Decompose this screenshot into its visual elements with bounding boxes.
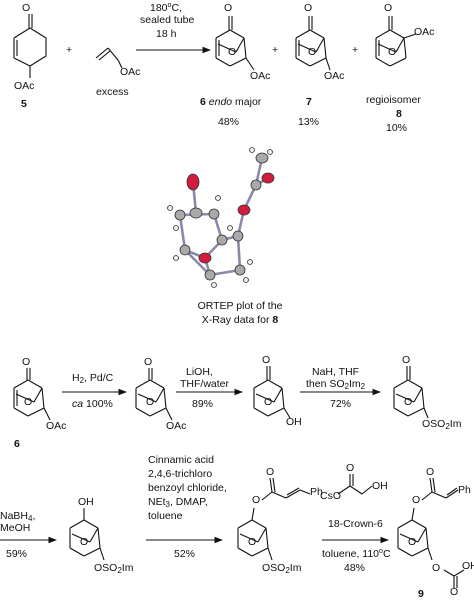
condition-time: 18 h	[156, 28, 177, 40]
atom-o-6-ketone: O	[224, 2, 233, 14]
step1-reagent: H2, Pd/C	[72, 372, 114, 385]
atom-o-8-ketone: O	[384, 2, 393, 14]
step5-line2: 2,4,6-trichloro	[148, 468, 213, 480]
step3-line1: NaH, THF	[312, 366, 360, 378]
atom-o-7-bridge: O	[308, 46, 317, 58]
condition-temperature: 180oC,	[150, 2, 182, 14]
atom-o-r2-ketone2: O	[144, 356, 153, 368]
plus-sign-3: +	[352, 44, 359, 56]
atom-oac-7: OAc	[324, 70, 345, 82]
atom-o-9-glyc-carbonyl: O	[450, 586, 459, 598]
compound-6-yield: 48%	[218, 116, 240, 128]
atom-o-9-bridge: O	[408, 536, 417, 548]
row2-sulfonate	[393, 366, 429, 419]
atom-o-5: O	[22, 2, 31, 14]
step3-line2: then SO2Im2	[306, 378, 366, 391]
atom-o-r2-bridge3: O	[264, 396, 273, 408]
vinyl-excess-label: excess	[96, 86, 129, 98]
atom-oso2im-r2: OSO2Im	[422, 418, 462, 431]
ortep-caption-line2: X-Ray data for 8	[201, 314, 279, 326]
atom-o-9-carbonyl: O	[426, 466, 435, 478]
atom-o-8-bridge: O	[388, 46, 397, 58]
atom-o-r3-bridge1: O	[80, 536, 89, 548]
atom-o-r2-bridge4: O	[404, 396, 413, 408]
step3-yield: 72%	[330, 398, 352, 410]
compound-6-structure	[215, 16, 255, 71]
compound-9-label: 9	[418, 588, 424, 600]
row3-cinnamate	[237, 477, 311, 561]
row2-compound-6-label: 6	[14, 438, 20, 450]
atom-oac-vinyl: OAc	[120, 66, 141, 78]
step6-line1: 18-Crown-6	[328, 518, 383, 530]
step5-line4: NEt3, DMAP,	[148, 496, 208, 509]
condition-sealed-tube: sealed tube	[140, 14, 195, 26]
compound-5-structure	[13, 14, 47, 78]
atom-o-7-ketone: O	[304, 2, 313, 14]
vinyl-acetate-structure	[95, 47, 123, 69]
row2-compound-6	[13, 368, 51, 421]
atom-o-6-bridge: O	[228, 46, 237, 58]
atom-oac-r2-2: OAc	[166, 420, 187, 432]
atom-o-r3-ester: O	[252, 494, 261, 506]
atom-o-r3-carbonyl: O	[266, 466, 275, 478]
compound-7-label: 7	[306, 96, 312, 108]
step5-line1: Cinnamic acid	[148, 454, 214, 466]
cesium-reagent: CsO	[320, 490, 341, 502]
atom-oac-5: OAc	[14, 80, 35, 92]
atom-oac-r2-6: OAc	[46, 420, 67, 432]
compound-6-label: 6 endo major	[200, 96, 262, 108]
step1-yield: ca 100%	[72, 398, 113, 410]
atom-o-r2-ketone4: O	[402, 354, 411, 366]
row2-saturated-ketone	[135, 368, 173, 421]
atom-o-r2-6-bridge: O	[24, 396, 33, 408]
compound-8-structure	[375, 16, 417, 67]
compound-5-label: 5	[21, 98, 27, 110]
atom-o-9-glycolate: O	[432, 562, 441, 574]
atom-oh-r2: OH	[286, 416, 302, 428]
atom-oac-6: OAc	[250, 70, 271, 82]
atom-o-9-ester: O	[412, 494, 421, 506]
step2-line2: THF/water	[180, 378, 230, 390]
atom-oso2im-r3b: OSO2Im	[262, 562, 302, 575]
plus-sign-2: +	[272, 44, 279, 56]
plus-sign-1: +	[66, 44, 73, 56]
step4-line2: MeOH	[0, 522, 31, 534]
regioisomer-label: regioisomer	[366, 94, 421, 106]
compound-8-label: 8	[396, 108, 402, 120]
cesium-glycolate-structure	[337, 474, 373, 495]
row3-alcohol-sulfonate	[69, 508, 105, 561]
atom-o-r2-6-ketone: O	[22, 356, 31, 368]
step2-yield: 89%	[192, 398, 214, 410]
step2-line1: LiOH,	[186, 366, 213, 378]
step5-yield: 52%	[174, 548, 196, 560]
step4-line1: NaBH4,	[0, 510, 36, 523]
atom-o-r2-ketone3: O	[262, 354, 271, 366]
compound-7-yield: 13%	[298, 116, 320, 128]
ortep-atoms	[167, 147, 275, 288]
step5-line3: benzoyl chloride,	[148, 482, 227, 494]
atom-o-r3-bridge2: O	[248, 536, 257, 548]
row2-alcohol	[253, 366, 291, 419]
atom-o-cs-carbonyl: O	[346, 462, 355, 474]
atom-o-r2-bridge2: O	[146, 396, 155, 408]
step6-yield: 48%	[344, 562, 366, 574]
atom-ph-r3: Ph	[310, 486, 323, 498]
atom-oh-9: OH	[462, 560, 474, 572]
step4-yield: 59%	[6, 548, 28, 560]
atom-oso2im-r3a: OSO2Im	[94, 562, 134, 575]
atom-oh-cs: OH	[372, 480, 388, 492]
atom-ph-9: Ph	[458, 484, 471, 496]
row3-final-9	[397, 477, 465, 588]
step5-line5: toluene	[148, 510, 183, 522]
atom-oac-8: OAc	[414, 26, 435, 38]
atom-oh-r3: OH	[78, 496, 94, 508]
compound-7-structure	[295, 16, 331, 71]
ortep-caption-line1: ORTEP plot of the	[197, 300, 283, 312]
step6-line2: toluene, 110oC	[322, 548, 391, 560]
compound-8-yield: 10%	[386, 122, 408, 134]
